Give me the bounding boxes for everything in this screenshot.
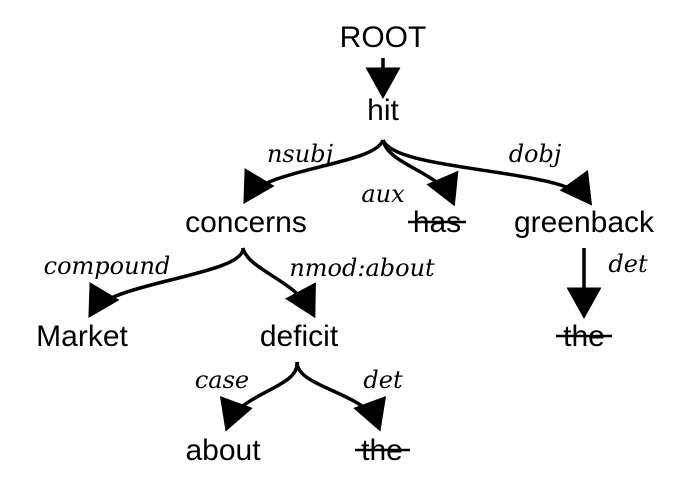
edges bbox=[88, 58, 602, 432]
edge-hit-has bbox=[381, 139, 459, 207]
edge-concerns-deficit bbox=[241, 247, 316, 319]
node-deficit: deficit bbox=[260, 320, 339, 353]
strikethroughs bbox=[355, 220, 612, 452]
node-about: about bbox=[185, 434, 261, 467]
edge-label-det-deficit: det bbox=[363, 366, 403, 394]
node-concerns: concerns bbox=[185, 206, 307, 239]
edge-label-det-greenback: det bbox=[608, 250, 648, 278]
edge-deficit-about bbox=[219, 361, 299, 432]
edge-deficit-the bbox=[295, 361, 387, 432]
edge-label-nsubj: nsubj bbox=[267, 140, 334, 168]
edge-concerns-market bbox=[88, 247, 245, 318]
edge-hit-greenback bbox=[381, 139, 593, 206]
nodes: ROOT hit concerns has greenback Market d… bbox=[36, 21, 655, 467]
edge-hit-concerns bbox=[243, 139, 385, 204]
edge-label-nmod-about: nmod:about bbox=[289, 254, 435, 282]
edge-label-case: case bbox=[195, 366, 249, 394]
node-root: ROOT bbox=[340, 21, 427, 54]
node-market: Market bbox=[36, 320, 128, 353]
node-greenback: greenback bbox=[514, 206, 655, 239]
node-hit: hit bbox=[367, 94, 399, 127]
edge-label-aux: aux bbox=[361, 180, 405, 208]
edge-label-dobj: dobj bbox=[509, 140, 562, 168]
edge-labels: nsubj aux dobj compound nmod:about det c… bbox=[44, 140, 648, 394]
edge-label-compound: compound bbox=[44, 252, 171, 280]
